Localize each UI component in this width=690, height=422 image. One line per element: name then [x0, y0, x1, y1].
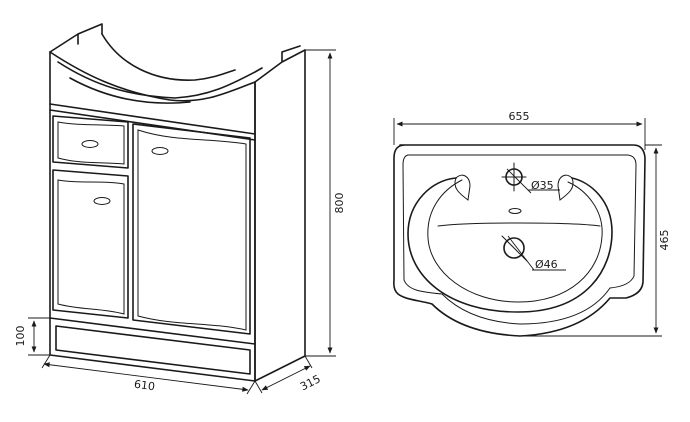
plinth-dimension: 100 [14, 326, 27, 347]
washbasin-top-view: Ø35 Ø46 655 465 [393, 110, 671, 337]
depth-dimension: 315 [298, 372, 323, 393]
basin-recess-outer [49, 51, 256, 102]
drain-hole-diag [501, 235, 528, 262]
drain-hole-dimension: Ø46 [535, 258, 558, 271]
drawer-front [52, 115, 129, 169]
right-door-panel [137, 129, 247, 331]
basin-right-shoulder [557, 174, 574, 201]
left-door [52, 169, 129, 319]
cabinet-top-left-edge [49, 23, 103, 53]
height-dimension: 800 [333, 193, 346, 214]
right-door-outline [132, 123, 251, 335]
basin-outer-outline [393, 144, 646, 337]
drain-hole-icon [503, 237, 525, 259]
vanity-cabinet: 800 100 610 315 [14, 23, 346, 395]
cabinet-top-right-edge [254, 45, 306, 83]
basin-bowl-outer [407, 177, 613, 313]
basin-bowl-inner [427, 179, 603, 303]
overflow-hole-icon [508, 208, 522, 214]
tap-hole-dimension: Ø35 [531, 179, 554, 192]
basin-back-edge [437, 222, 601, 227]
left-door-outline [52, 169, 129, 319]
width-dimension: 610 [133, 378, 155, 394]
depth-dimension-line [261, 365, 311, 391]
cabinet-side-panel [254, 49, 306, 382]
plinth-top-line [49, 317, 256, 345]
left-door-handle-icon [93, 197, 111, 205]
basin-recess-back [101, 33, 236, 81]
top-rail-upper [49, 103, 256, 135]
left-door-panel [57, 179, 125, 315]
basin-depth-dimension: 465 [658, 230, 671, 251]
plinth-panel [55, 325, 251, 375]
basin-left-shoulder [454, 174, 471, 201]
width-dimension-line [43, 362, 249, 392]
right-door [132, 123, 251, 335]
drawer-handle-icon [81, 140, 99, 148]
basin-recess-inner [57, 61, 263, 99]
drawer-panel [57, 121, 125, 165]
basin-inner-rim [402, 154, 637, 325]
basin-width-dimension: 655 [509, 110, 530, 123]
drawer [52, 115, 129, 169]
right-door-handle-icon [151, 147, 169, 155]
basin-bowl-curve [69, 77, 191, 104]
